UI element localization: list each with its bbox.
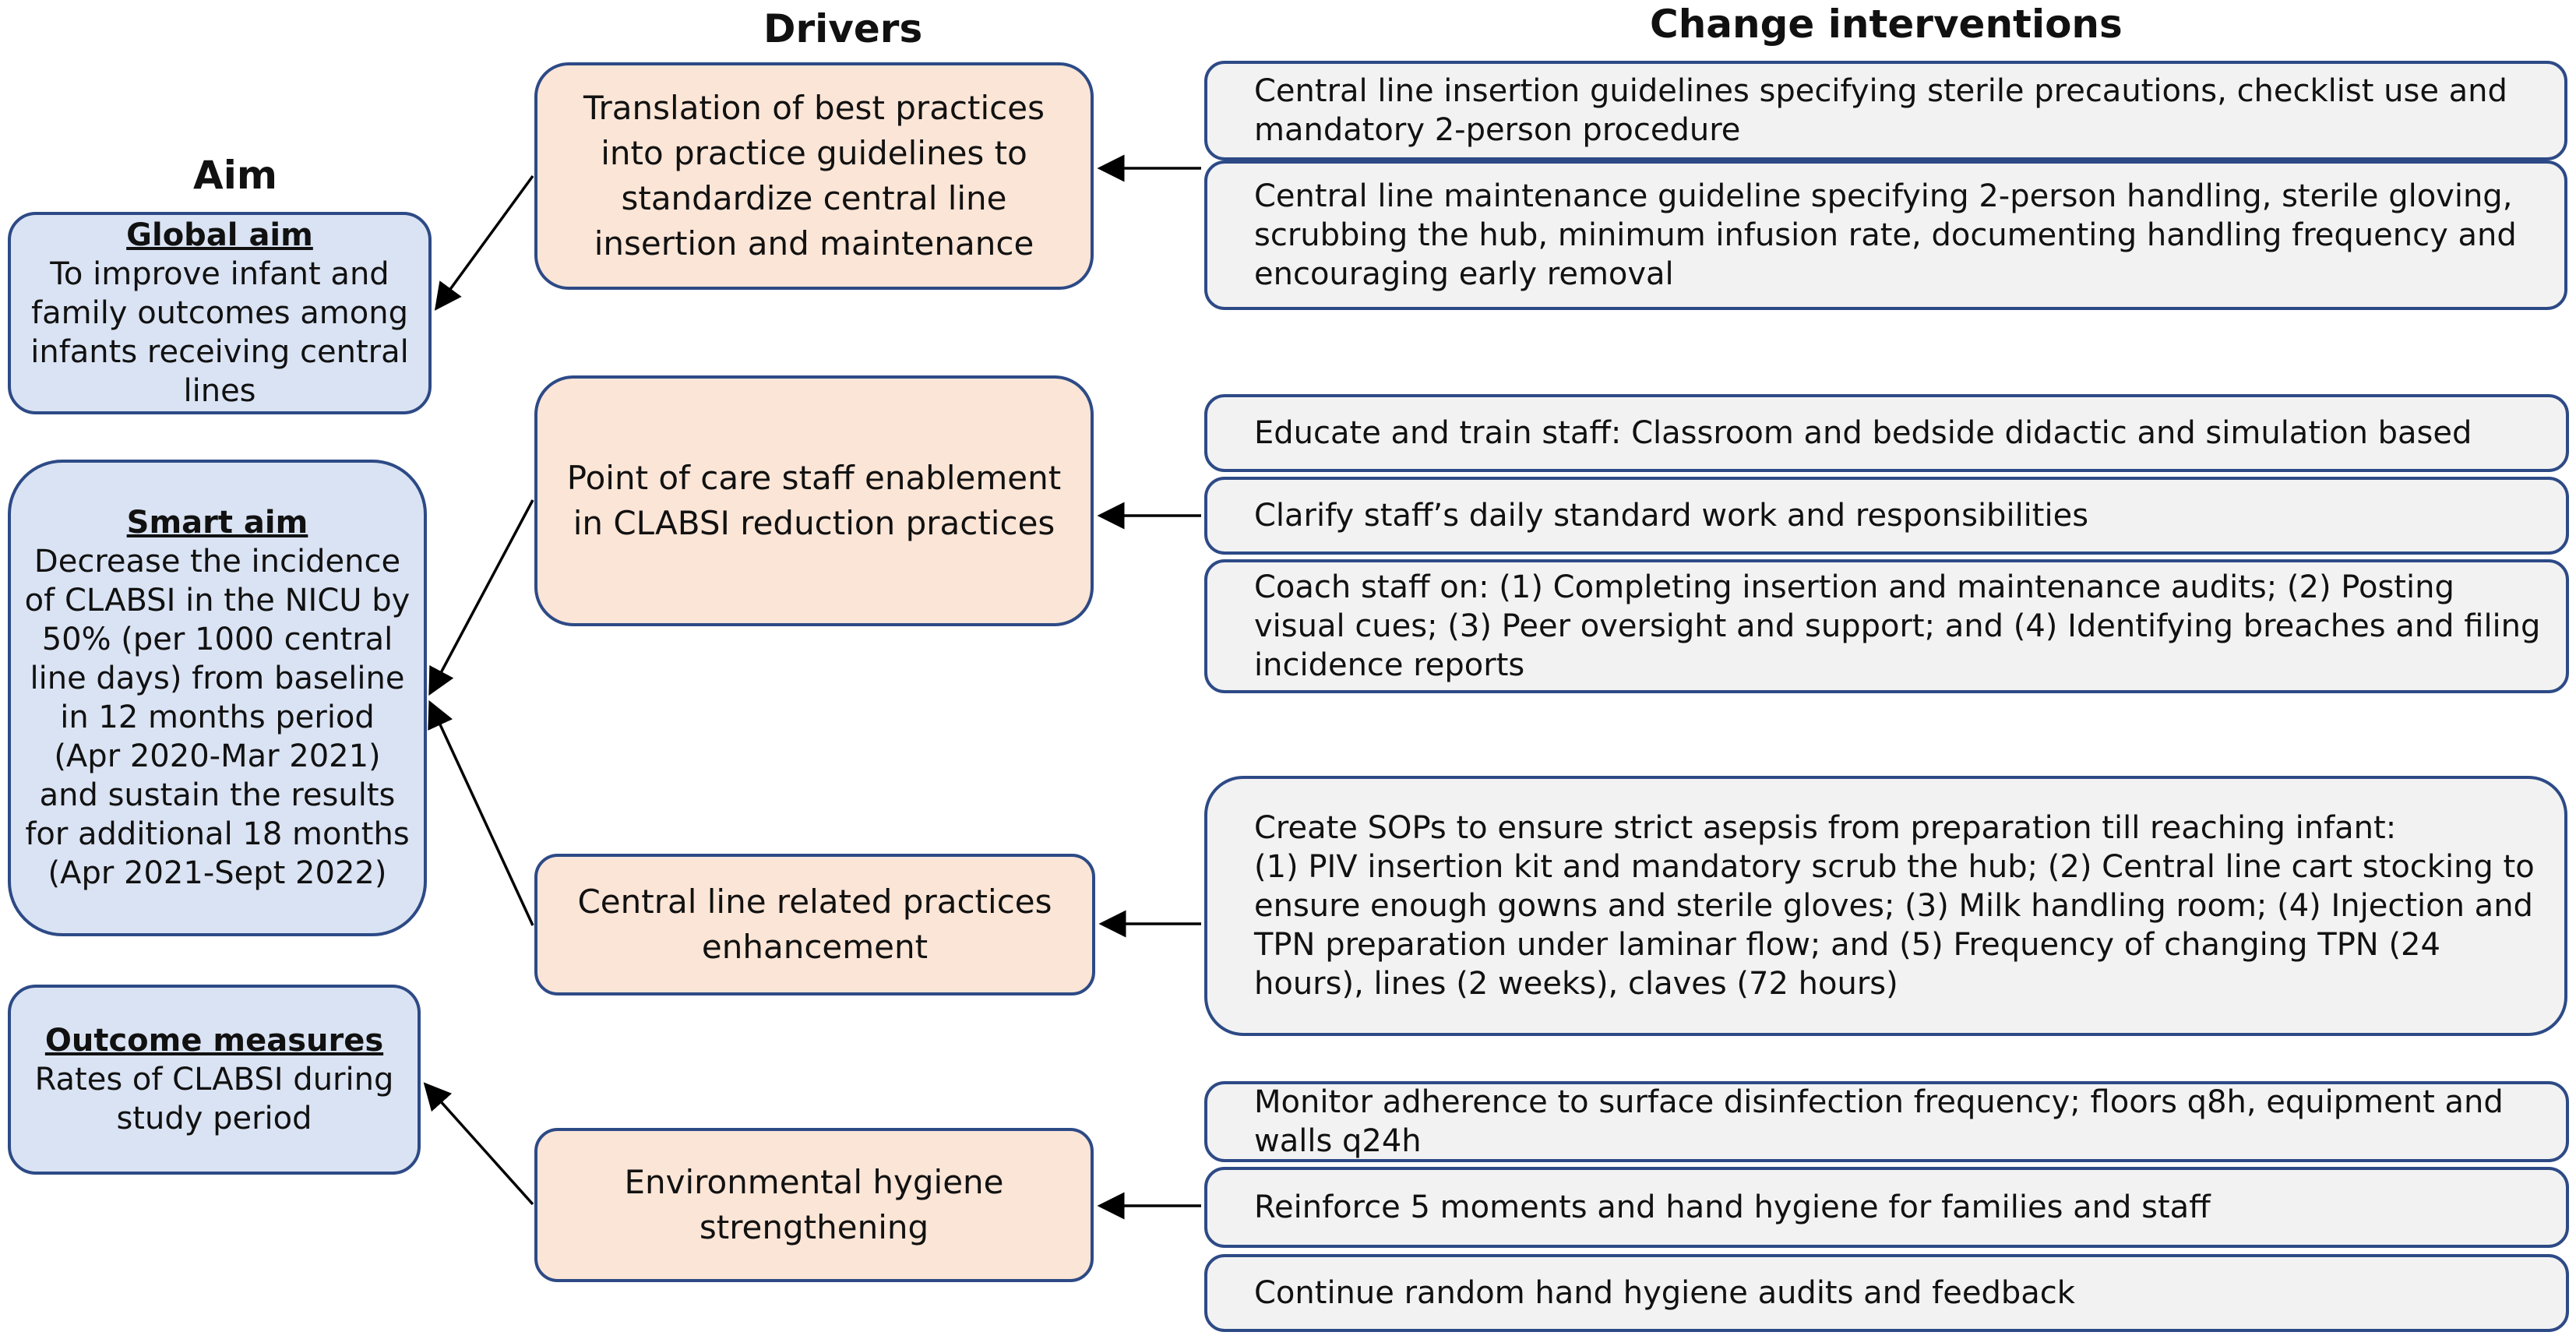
heading-drivers: Drivers [763, 6, 923, 51]
aim-title-smart: Smart aim [126, 505, 308, 541]
arrow-driver-hygiene-to-outcome [423, 1082, 534, 1206]
heading-aim: Aim [193, 153, 277, 198]
intervention-insertion-guidelines: Central line insertion guidelines specif… [1204, 61, 2567, 160]
aim-box-outcome: Outcome measures Rates of CLABSI during … [8, 985, 421, 1175]
aim-box-global: Global aim To improve infant and family … [8, 212, 432, 414]
aim-body-global: To improve infant and family outcomes am… [30, 256, 409, 409]
heading-interventions: Change interventions [1650, 2, 2123, 47]
arrow-driver-staff-to-smart-aim [428, 499, 534, 696]
intervention-clarify-work: Clarify staff’s daily standard work and … [1204, 477, 2569, 555]
driver-box-guidelines: Translation of best practices into pract… [534, 62, 1094, 290]
arrow-driver-central-line-to-smart-aim [428, 699, 534, 926]
intervention-create-sops: Create SOPs to ensure strict asepsis fro… [1204, 776, 2567, 1036]
aim-box-smart: Smart aim Decrease the incidence of CLAB… [8, 460, 427, 936]
intervention-educate-train: Educate and train staff: Classroom and b… [1204, 394, 2569, 472]
intervention-sops-intro: Create SOPs to ensure strict asepsis fro… [1254, 810, 2397, 846]
intervention-hand-hygiene-audits: Continue random hand hygiene audits and … [1204, 1254, 2569, 1332]
arrow-driver-guidelines-to-global-aim [434, 174, 534, 311]
intervention-reinforce-hand-hygiene: Reinforce 5 moments and hand hygiene for… [1204, 1167, 2569, 1248]
aim-body-outcome: Rates of CLABSI during study period [34, 1062, 394, 1136]
intervention-sops-list: (1) PIV insertion kit and mandatory scru… [1254, 849, 2535, 1002]
intervention-surface-disinfection: Monitor adherence to surface disinfectio… [1204, 1081, 2569, 1162]
aim-title-global: Global aim [126, 217, 313, 253]
intervention-coach-staff: Coach staff on: (1) Completing insertion… [1204, 559, 2569, 693]
aim-title-outcome: Outcome measures [44, 1023, 384, 1059]
driver-box-staff-enablement: Point of care staff enablement in CLABSI… [534, 375, 1094, 626]
driver-box-central-line-practices: Central line related practices enhanceme… [534, 854, 1095, 995]
intervention-maintenance-guideline: Central line maintenance guideline speci… [1204, 160, 2567, 310]
driver-box-environmental-hygiene: Environmental hygiene strengthening [534, 1128, 1094, 1282]
aim-body-smart: Decrease the incidence of CLABSI in the … [24, 544, 411, 891]
